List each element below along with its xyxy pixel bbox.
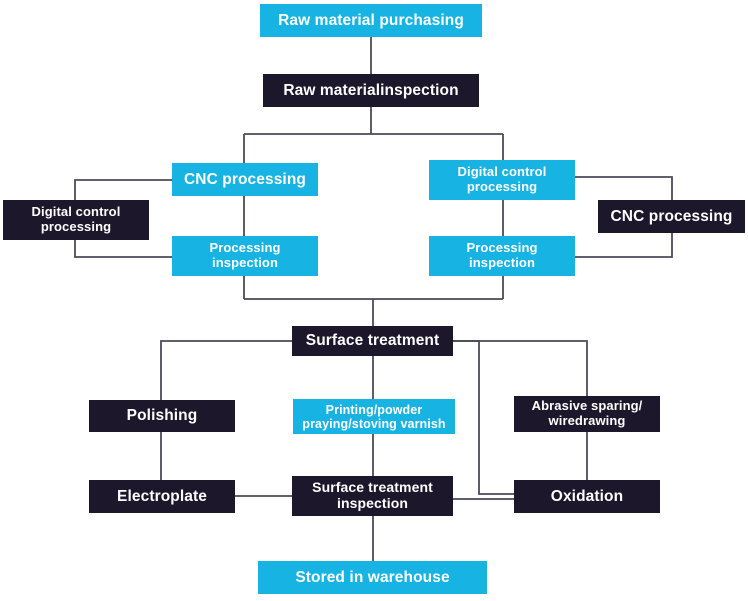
node-cnc-processing-left[interactable]: CNC processing: [172, 163, 318, 196]
node-abrasive-sparing-wiredrawing[interactable]: Abrasive sparing/ wiredrawing: [514, 396, 660, 432]
node-label-cnc-processing-left: CNC processing: [184, 170, 306, 188]
node-label-printing-powder-praying: Printing/powder praying/stoving varnish: [302, 402, 446, 431]
node-label-raw-material-inspection: Raw materialinspection: [283, 81, 459, 99]
node-digital-control-processing-right[interactable]: Digital control processing: [429, 160, 575, 200]
node-polishing[interactable]: Polishing: [89, 400, 235, 432]
node-label-cnc-processing-right: CNC processing: [610, 207, 733, 225]
node-label-polishing: Polishing: [126, 407, 198, 425]
node-processing-inspection-right[interactable]: Processing inspection: [429, 236, 575, 276]
node-label-surface-treatment: Surface treatment: [305, 332, 440, 350]
node-label-surface-treatment-inspection: Surface treatment inspection: [312, 479, 433, 511]
node-label-processing-inspection-left: Processing inspection: [209, 240, 281, 270]
node-processing-inspection-left[interactable]: Processing inspection: [172, 236, 318, 276]
node-label-electroplate: Electroplate: [117, 487, 207, 505]
node-printing-powder-praying[interactable]: Printing/powder praying/stoving varnish: [293, 399, 455, 434]
node-stored-in-warehouse[interactable]: Stored in warehouse: [258, 561, 487, 594]
connector-surface-treatment-to-oxidation: [453, 340, 514, 495]
connector-surface-treatment-to-abrasive: [453, 340, 588, 396]
node-label-oxidation: Oxidation: [550, 487, 624, 505]
node-cnc-processing-right[interactable]: CNC processing: [598, 200, 745, 233]
node-label-processing-inspection-right: Processing inspection: [466, 240, 538, 270]
node-digital-control-processing-left[interactable]: Digital control processing: [3, 200, 149, 240]
node-label-raw-material-purchasing: Raw material purchasing: [278, 11, 464, 29]
connector-surface-treatment-to-polishing: [160, 340, 292, 400]
node-label-stored-in-warehouse: Stored in warehouse: [295, 568, 450, 586]
node-label-digital-control-processing-right: Digital control processing: [457, 164, 547, 194]
node-surface-treatment-inspection[interactable]: Surface treatment inspection: [292, 476, 453, 516]
node-label-digital-control-processing-left: Digital control processing: [31, 204, 121, 234]
node-oxidation[interactable]: Oxidation: [514, 480, 660, 513]
node-raw-material-purchasing[interactable]: Raw material purchasing: [260, 4, 482, 37]
node-surface-treatment[interactable]: Surface treatment: [292, 326, 453, 356]
node-electroplate[interactable]: Electroplate: [89, 480, 235, 513]
node-raw-material-inspection[interactable]: Raw materialinspection: [263, 74, 479, 107]
node-label-abrasive-sparing-wiredrawing: Abrasive sparing/ wiredrawing: [531, 398, 643, 428]
